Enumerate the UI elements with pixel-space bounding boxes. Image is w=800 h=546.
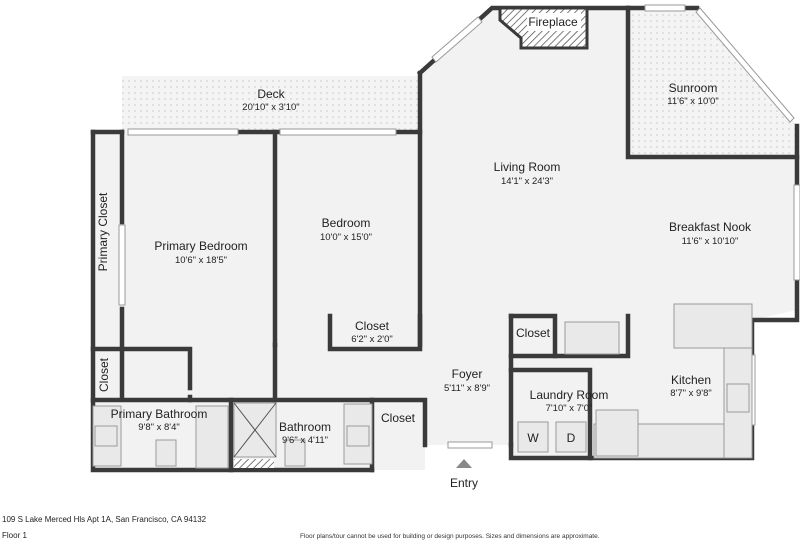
window-sunroom-diagonal [695, 7, 795, 123]
primary-bathroom-dims: 9'8" x 8'4" [138, 422, 180, 433]
breakfast-nook-name: Breakfast Nook [669, 220, 752, 234]
bedroom-closet-dims: 6'2" x 2'0" [351, 334, 393, 345]
bathroom-name: Bathroom [279, 420, 331, 434]
living-room-dims: 14'1" x 24'3" [501, 176, 553, 187]
laundry-room-name: Laundry Room [530, 388, 609, 402]
entry-arrow-icon [456, 459, 472, 468]
dryer [555, 421, 587, 453]
floor-label: Floor 1 [2, 531, 27, 540]
toilet-bath [284, 439, 306, 467]
deck-area [122, 76, 420, 132]
closet-hall-name: Closet [381, 411, 416, 425]
breakfast-nook-dims: 11'6" x 10'10" [682, 236, 739, 247]
entry-label: Entry [450, 476, 478, 490]
primary-closet-name: Primary Closet [96, 192, 110, 271]
fridge [595, 409, 639, 457]
sunroom-dims: 11'6" x 10'0" [667, 96, 718, 107]
closet-left-name: Closet [97, 357, 111, 392]
washer [517, 421, 549, 453]
laundry-room-dims: 7'10" x 7'0" [546, 403, 593, 414]
kitchen-name: Kitchen [671, 373, 711, 387]
entry-opening [447, 441, 493, 449]
sink-bath [346, 425, 370, 447]
sunroom-name: Sunroom [669, 81, 718, 95]
shower-curb [234, 459, 274, 468]
dryer-label: D [567, 431, 576, 445]
foyer-name: Foyer [452, 367, 483, 381]
bedroom-name: Bedroom [322, 216, 371, 230]
window-primary-closet [118, 224, 126, 306]
primary-bedroom-name: Primary Bedroom [154, 239, 247, 253]
window-deck [127, 128, 239, 136]
bathroom-dims: 9'6" x 4'11" [282, 435, 328, 446]
bedroom-dims: 10'0" x 15'0" [320, 232, 372, 243]
primary-bedroom-dims: 10'6" x 18'5" [175, 255, 227, 266]
toilet-primary [155, 439, 177, 467]
pantry-shelf [564, 321, 620, 355]
closet-kitchen-name: Closet [516, 326, 551, 340]
sunroom-area [628, 8, 797, 157]
fireplace-label-bg [527, 13, 581, 31]
window-top [644, 4, 686, 12]
fixtures [92, 303, 753, 469]
disclaimer-text: Floor plans/tour cannot be used for buil… [300, 533, 600, 540]
kitchen-island [673, 303, 753, 349]
tub [195, 405, 229, 469]
primary-bathroom-name: Primary Bathroom [111, 407, 208, 421]
sink-primary-bath [94, 425, 118, 447]
deck-name: Deck [257, 87, 285, 101]
address-text: 109 S Lake Merced Hls Apt 1A, San Franci… [2, 515, 207, 524]
washer-label: W [527, 431, 539, 445]
room-labels: Deck 20'10" x 3'10" Fireplace Sunroom 11… [96, 15, 752, 490]
sink-kitchen [726, 383, 750, 413]
kitchen-dims: 8'7" x 9'8" [670, 388, 712, 399]
fireplace-name: Fireplace [528, 15, 578, 29]
window-breakfast [793, 184, 800, 281]
deck-dims: 20'10" x 3'10" [242, 102, 299, 113]
window-living-diagonal [431, 16, 483, 63]
window-deck-2 [279, 128, 397, 136]
living-room-name: Living Room [494, 160, 561, 174]
foyer-dims: 5'11" x 8'9" [444, 383, 490, 394]
bedroom-closet-name: Closet [355, 319, 390, 333]
